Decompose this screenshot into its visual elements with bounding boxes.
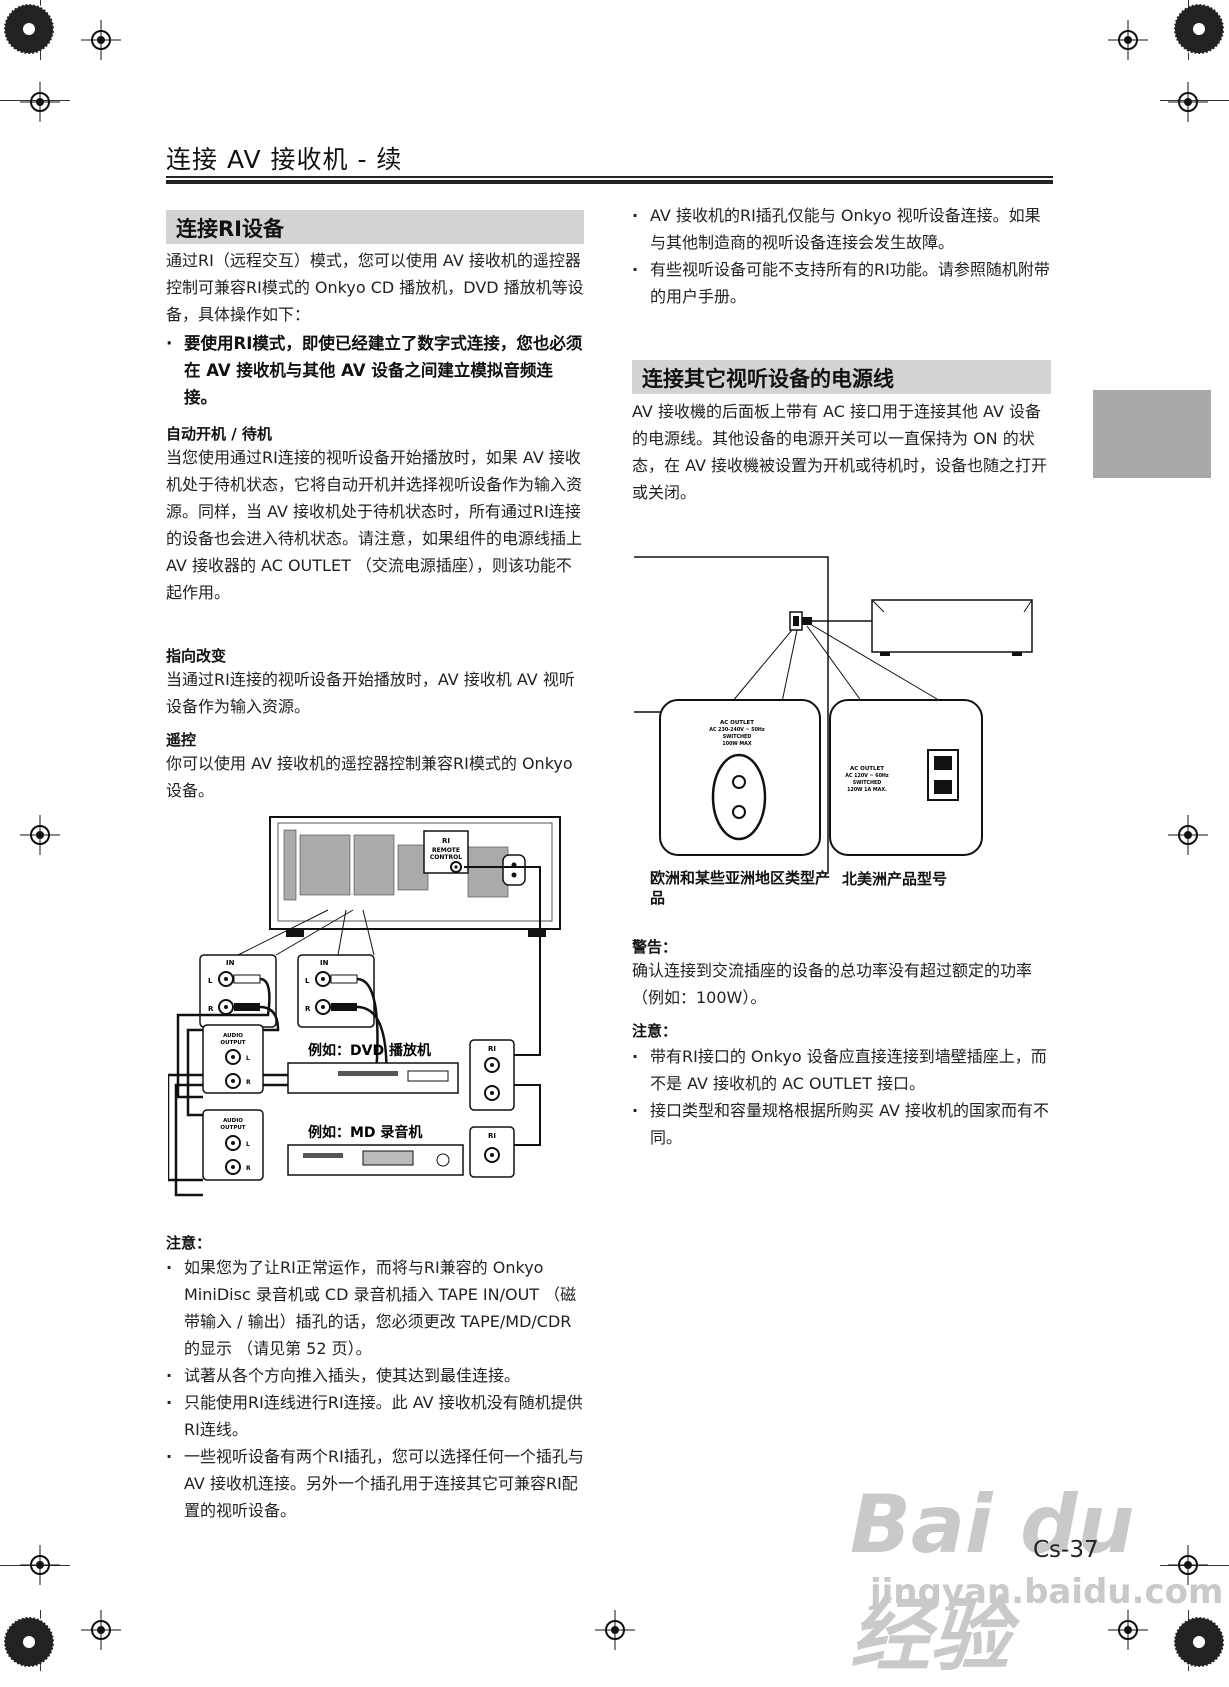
- caption-na: 北美洲产品型号: [842, 870, 948, 888]
- top-bullets-right: AV 接收机的RI插孔仅能与 Onkyo 视听设备连接。如果与其他制造商的视听设…: [632, 202, 1050, 310]
- svg-text:AC 230-240V ~ 50Hz: AC 230-240V ~ 50Hz: [709, 727, 765, 733]
- registration-mark-icon: [1108, 20, 1148, 60]
- ri-label: RI: [488, 1132, 496, 1140]
- list-item: 如果您为了让RI正常运作，而将与RI兼容的 Onkyo MiniDisc 录音机…: [166, 1254, 584, 1362]
- r-label: R: [305, 1005, 311, 1013]
- section-heading-text: 连接RI设备: [176, 217, 284, 241]
- trim-line: [1160, 100, 1229, 101]
- list-item: 只能使用RI连线进行RI连接。此 AV 接收机没有随机提供RI连线。: [166, 1389, 584, 1443]
- list-item: 接口类型和容量规格根据所购买 AV 接收机的国家而有不同。: [632, 1097, 1050, 1151]
- watermark-url: jingyan.baidu.com: [870, 1572, 1224, 1612]
- in-label: IN: [226, 959, 235, 967]
- svg-text:AC OUTLET: AC OUTLET: [720, 720, 754, 726]
- notes-heading-right: 注意：: [632, 1022, 678, 1040]
- svg-text:OUTPUT: OUTPUT: [220, 1125, 245, 1131]
- subheading-auto-power: 自动开机 / 待机: [166, 425, 272, 443]
- calibration-wheel-icon: [1172, 2, 1226, 60]
- section-heading-ri: 连接RI设备: [166, 210, 584, 244]
- notes-list-right: 带有RI接口的 Onkyo 设备应直接连接到墙壁插座上，而不是 AV 接收机的 …: [632, 1043, 1050, 1151]
- registration-mark-icon: [1168, 1545, 1208, 1585]
- svg-text:100W MAX: 100W MAX: [722, 741, 751, 747]
- registration-mark-icon: [20, 1545, 60, 1585]
- svg-text:CONTROL: CONTROL: [430, 854, 462, 861]
- watermark-logo: Bai du 经验: [850, 1478, 1135, 1682]
- registration-mark-icon: [20, 82, 60, 122]
- warning-heading: 警告：: [632, 938, 678, 956]
- dvd-player-icon: [287, 1062, 459, 1094]
- registration-mark-icon: [81, 1610, 121, 1650]
- page-number: Cs-37: [1033, 1537, 1099, 1563]
- ri-label: RI: [442, 837, 450, 845]
- r-label: R: [246, 1165, 251, 1172]
- registration-mark-icon: [1168, 82, 1208, 122]
- l-label: L: [208, 977, 213, 985]
- subheading-remote: 遥控: [166, 731, 197, 749]
- svg-text:REMOTE: REMOTE: [432, 847, 460, 854]
- notes-list-left: 如果您为了让RI正常运作，而将与RI兼容的 Onkyo MiniDisc 录音机…: [166, 1254, 584, 1524]
- dvd-caption: 例如：DVD 播放机: [308, 1042, 431, 1059]
- list-item: 试著从各个方向推入插头，使其达到最佳连接。: [166, 1362, 584, 1389]
- power-paragraph: AV 接收機的后面板上带有 AC 接口用于连接其他 AV 设备的电源线。其他设备…: [632, 402, 1048, 502]
- ri-label: RI: [488, 1045, 496, 1053]
- svg-text:SWITCHED: SWITCHED: [723, 734, 752, 740]
- r-label: R: [246, 1079, 251, 1086]
- calibration-wheel-icon: [1172, 1615, 1226, 1673]
- intro-paragraph: 通过RI（远程交互）模式，您可以使用 AV 接收机的遥控器控制可兼容RI模式的 …: [166, 251, 584, 324]
- chapter-tab: [1093, 390, 1211, 478]
- calibration-wheel-icon: [2, 1615, 56, 1673]
- registration-mark-icon: [595, 1610, 635, 1650]
- registration-mark-icon: [1108, 1610, 1148, 1650]
- title-rule: [166, 176, 1053, 178]
- svg-text:AUDIO: AUDIO: [223, 1118, 243, 1124]
- eu-socket-icon: [711, 753, 767, 841]
- md-caption: 例如：MD 录音机: [308, 1124, 422, 1141]
- notes-heading-left: 注意：: [166, 1234, 212, 1252]
- remote-paragraph: 你可以使用 AV 接收机的遥控器控制兼容RI模式的 Onkyo 设备。: [166, 754, 573, 800]
- auto-power-paragraph: 当您使用通过RI连接的视听设备开始播放时，如果 AV 接收机处于待机状态，它将自…: [166, 448, 583, 602]
- direct-change-paragraph: 当通过RI连接的视听设备开始播放时，AV 接收机 AV 视听设备作为输入资源。: [166, 670, 575, 716]
- svg-text:120W 1A MAX.: 120W 1A MAX.: [847, 787, 887, 793]
- ri-connection-diagram: RI REMOTE CONTROL IN L R IN L R: [166, 815, 588, 1209]
- svg-text:AC 120V ~ 60Hz: AC 120V ~ 60Hz: [845, 773, 889, 779]
- list-item: AV 接收机的RI插孔仅能与 Onkyo 视听设备连接。如果与其他制造商的视听设…: [632, 202, 1050, 256]
- ac-outlet-diagram: AC OUTLET AC 230-240V ~ 50Hz SWITCHED 10…: [632, 552, 1052, 916]
- bold-note-text: 要使用RI模式，即使已经建立了数字式连接，您也必须在 AV 接收机与其他 AV …: [184, 334, 583, 407]
- registration-mark-icon: [81, 20, 121, 60]
- in-label: IN: [320, 959, 329, 967]
- svg-text:AC OUTLET: AC OUTLET: [850, 766, 884, 772]
- trim-line: [0, 100, 70, 101]
- list-item: 一些视听设备有两个RI插孔，您可以选择任何一个插孔与 AV 接收机连接。另外一个…: [166, 1443, 584, 1524]
- l-label: L: [246, 1141, 250, 1148]
- l-label: L: [246, 1055, 250, 1062]
- l-label: L: [305, 977, 310, 985]
- subheading-direct-change: 指向改变: [166, 647, 227, 665]
- warning-paragraph: 确认连接到交流插座的设备的总功率没有超过额定的功率 （例如：100W）。: [632, 961, 1033, 1007]
- svg-text:AUDIO: AUDIO: [223, 1033, 243, 1039]
- calibration-wheel-icon: [2, 2, 56, 60]
- caption-eu: 欧洲和某些亚洲地区类型产品: [650, 869, 831, 907]
- registration-mark-icon: [1168, 815, 1208, 855]
- list-item: 有些视听设备可能不支持所有的RI功能。请参照随机附带的用户手册。: [632, 256, 1050, 310]
- section-heading-text: 连接其它视听设备的电源线: [642, 367, 894, 391]
- page-title: 连接 AV 接收机 - 续: [166, 145, 403, 174]
- bold-note: · 要使用RI模式，即使已经建立了数字式连接，您也必须在 AV 接收机与其他 A…: [166, 330, 584, 411]
- list-item: 带有RI接口的 Onkyo 设备应直接连接到墙壁插座上，而不是 AV 接收机的 …: [632, 1043, 1050, 1097]
- svg-text:OUTPUT: OUTPUT: [220, 1040, 245, 1046]
- r-label: R: [208, 1005, 214, 1013]
- svg-text:SWITCHED: SWITCHED: [853, 780, 882, 786]
- section-heading-power: 连接其它视听设备的电源线: [632, 360, 1051, 394]
- title-rule: [166, 180, 1053, 184]
- registration-mark-icon: [20, 815, 60, 855]
